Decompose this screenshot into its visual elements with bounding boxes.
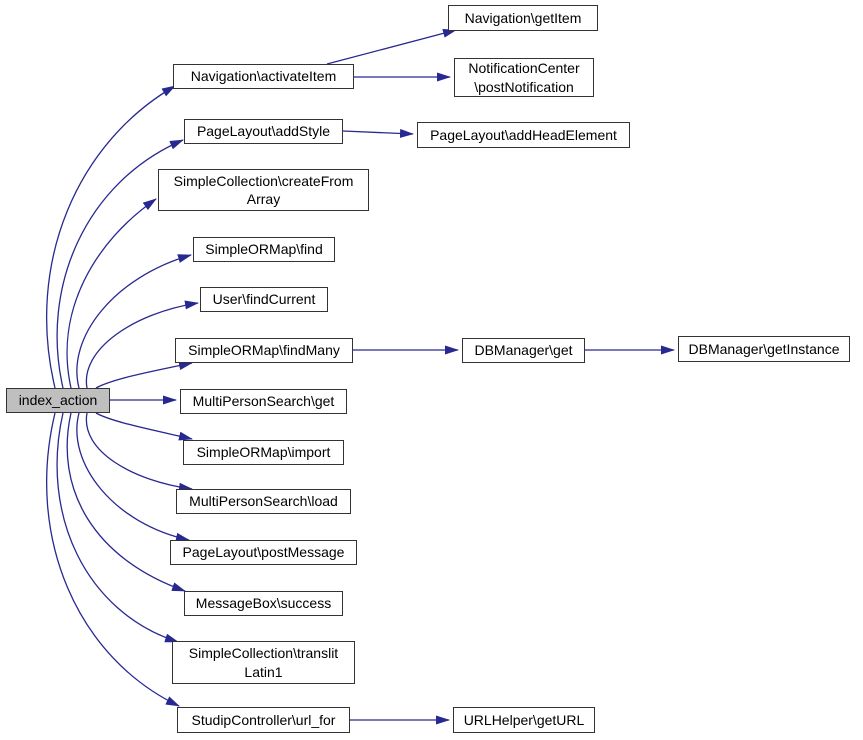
node-index_action: index_action xyxy=(6,388,110,413)
edge-addStyle-to-addHeadElement xyxy=(342,128,414,138)
edge-index_action-to-activateItem xyxy=(45,85,176,389)
node-simplecollection-translitlatin1[interactable]: SimpleCollection\translit Latin1 xyxy=(172,641,355,684)
node-user-findcurrent[interactable]: User\findCurrent xyxy=(200,287,328,312)
node-pagelayout-addheadelement[interactable]: PageLayout\addHeadElement xyxy=(417,122,630,148)
node-dbmanager-getinstance[interactable]: DBManager\getInstance xyxy=(678,336,850,362)
node-multipersonsearch-load[interactable]: MultiPersonSearch\load xyxy=(176,489,351,514)
node-pagelayout-postmessage[interactable]: PageLayout\postMessage xyxy=(170,540,357,565)
edge-index_action-to-postMessage xyxy=(76,412,190,542)
node-simpleormap-import[interactable]: SimpleORMap\import xyxy=(183,440,344,465)
edge-index_action-to-url_for xyxy=(46,412,180,707)
node-navigation-activateitem[interactable]: Navigation\activateItem xyxy=(173,64,354,89)
edge-index_action-to-import xyxy=(95,412,193,441)
edge-index_action-to-createFromArray xyxy=(66,198,157,389)
node-simplecollection-createfromarray[interactable]: SimpleCollection\createFrom Array xyxy=(158,169,369,211)
edge-index_action-to-find xyxy=(76,254,192,389)
edge-index_action-to-success xyxy=(66,412,186,592)
node-urlhelper-geturl[interactable]: URLHelper\getURL xyxy=(453,707,595,733)
node-studipcontroller-url-for[interactable]: StudipController\url_for xyxy=(177,707,350,733)
edge-index_action-to-load xyxy=(85,412,193,492)
edge-activateItem-to-getItem xyxy=(326,28,457,65)
node-dbmanager-get[interactable]: DBManager\get xyxy=(462,338,585,363)
node-messagebox-success[interactable]: MessageBox\success xyxy=(184,591,343,616)
node-navigation-getitem[interactable]: Navigation\getItem xyxy=(448,5,598,31)
node-multipersonsearch-get[interactable]: MultiPersonSearch\get xyxy=(180,389,347,414)
edge-index_action-to-translitLatin1 xyxy=(56,412,179,643)
edge-index_action-to-findMany xyxy=(95,361,193,389)
node-notificationcenter-postnotification[interactable]: NotificationCenter \postNotification xyxy=(454,58,594,97)
node-simpleormap-findmany[interactable]: SimpleORMap\findMany xyxy=(175,338,353,363)
node-pagelayout-addstyle[interactable]: PageLayout\addStyle xyxy=(184,119,343,144)
node-simpleormap-find[interactable]: SimpleORMap\find xyxy=(193,237,335,262)
